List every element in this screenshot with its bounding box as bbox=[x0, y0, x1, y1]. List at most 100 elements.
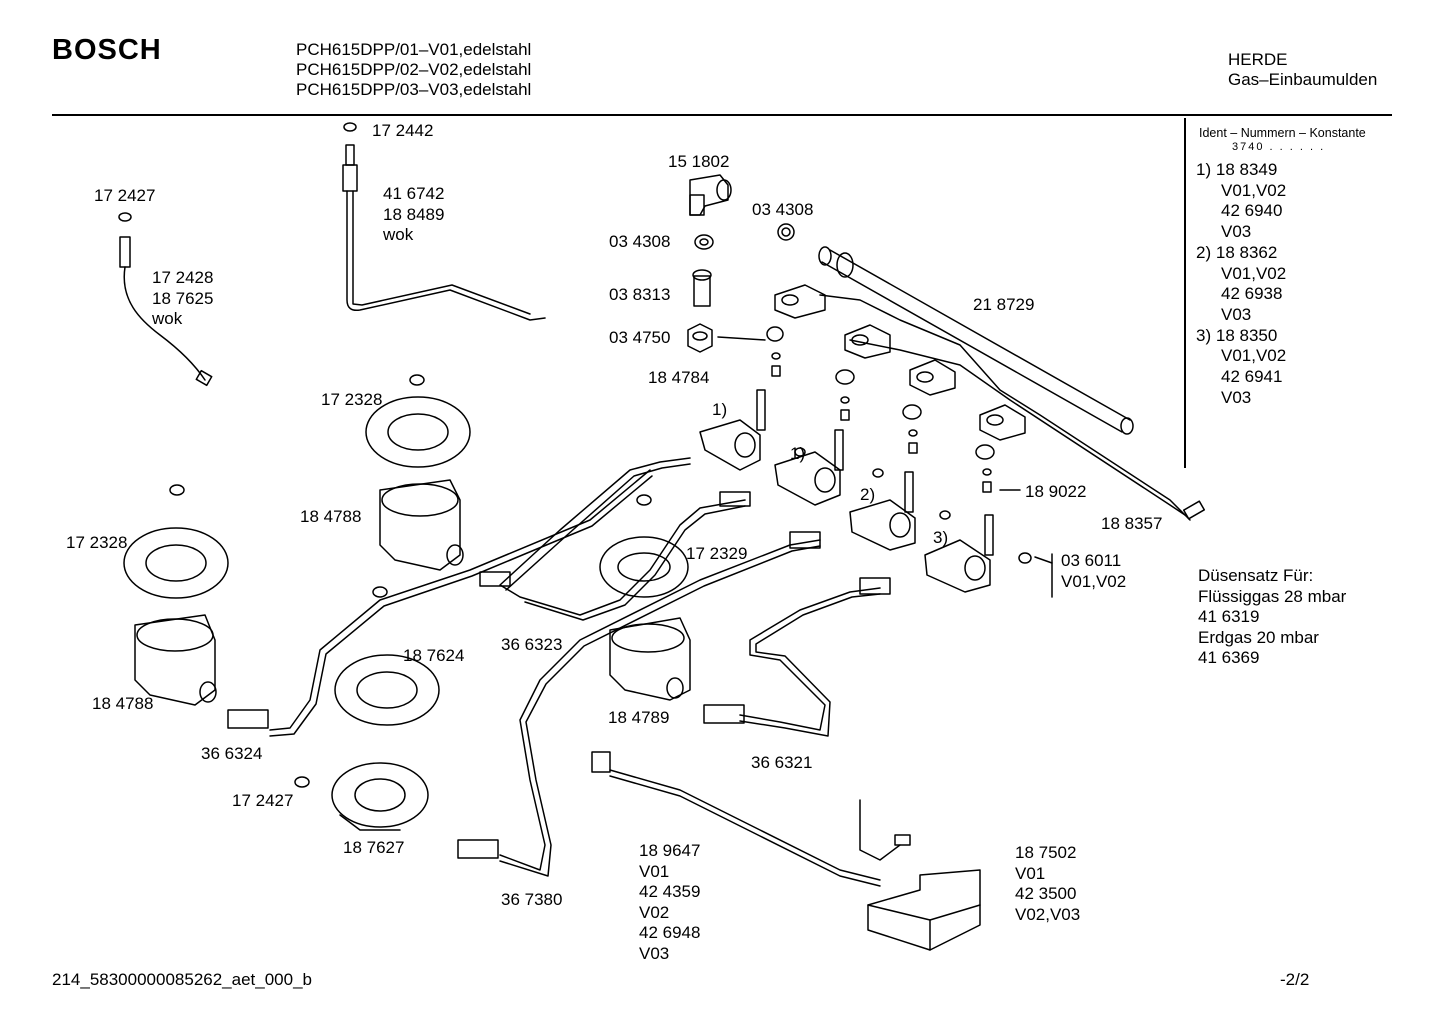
ident-line: V01,V02 bbox=[1221, 263, 1287, 283]
ident-list: 1) 18 8349 V01,V02 42 6940 V03 2) 18 836… bbox=[1196, 160, 1286, 408]
ident-line: 42 6940 bbox=[1221, 201, 1283, 221]
category: HERDE Gas–Einbaumulden bbox=[1228, 50, 1377, 90]
seal-cap bbox=[902, 404, 922, 454]
part-label: 18 7502 V01 42 3500 V02,V03 bbox=[1015, 843, 1081, 924]
part-label: 18 4784 bbox=[648, 368, 710, 387]
category-line: HERDE bbox=[1228, 50, 1288, 69]
gas-pipe-366321 bbox=[703, 577, 891, 737]
seal-cap bbox=[835, 369, 855, 421]
hex-nut bbox=[687, 323, 713, 353]
valve-clip bbox=[909, 359, 956, 396]
part-label: 03 4308 bbox=[752, 200, 814, 219]
gas-pipe-366323 bbox=[479, 457, 751, 621]
part-label: 41 6742 18 8489 wok bbox=[383, 184, 445, 244]
page-number: -2/2 bbox=[1280, 970, 1310, 989]
valve-clip bbox=[774, 284, 826, 319]
ident-title: Ident – Nummern – Konstante bbox=[1199, 126, 1366, 140]
part-label: 15 1802 bbox=[668, 152, 730, 171]
model-line: PCH615DPP/01–V01,edelstahl bbox=[296, 40, 532, 59]
part-label: 17 2427 bbox=[94, 186, 156, 205]
ident-line: V01,V02 bbox=[1221, 346, 1287, 366]
part-label: 03 6011 V01,V02 bbox=[1061, 551, 1127, 591]
wiring-harness bbox=[591, 751, 911, 887]
ignition-electrode-wok bbox=[118, 212, 213, 387]
ident-constant: 3740 . . . . . . bbox=[1232, 141, 1326, 153]
burner-body bbox=[379, 479, 464, 571]
part-label: 17 2428 18 7625 wok bbox=[152, 268, 214, 328]
screws bbox=[169, 374, 652, 788]
burner-body bbox=[134, 614, 217, 706]
model-list: PCH615DPP/01–V01,edelstahl PCH615DPP/02–… bbox=[296, 40, 531, 100]
part-label: 36 6324 bbox=[201, 744, 263, 763]
nozzle-set: Düsensatz Für: Flüssiggas 28 mbar 41 631… bbox=[1198, 566, 1346, 669]
valve-clip bbox=[979, 404, 1026, 441]
part-label: 03 4308 bbox=[609, 232, 671, 251]
small-screws bbox=[794, 447, 1032, 564]
part-label: 17 2329 bbox=[686, 544, 748, 563]
heat-shield bbox=[334, 654, 440, 726]
heat-shield bbox=[365, 396, 471, 468]
model-line: PCH615DPP/03–V03,edelstahl bbox=[296, 80, 532, 99]
header-divider bbox=[52, 114, 1392, 116]
part-label: 03 4750 bbox=[609, 328, 671, 347]
part-label: 17 2328 bbox=[321, 390, 383, 409]
part-label: 18 8357 bbox=[1101, 514, 1163, 533]
part-label: 03 8313 bbox=[609, 285, 671, 304]
burner-body-wok bbox=[331, 762, 429, 831]
thermocouple-wok bbox=[342, 122, 546, 321]
nozzle-line: Flüssiggas 28 mbar bbox=[1198, 586, 1347, 606]
part-label: 18 7627 bbox=[343, 838, 405, 857]
heat-shield bbox=[123, 527, 229, 599]
ident-entry: 1) 18 8349 bbox=[1196, 160, 1278, 179]
nozzle-line: Erdgas 20 mbar bbox=[1198, 627, 1319, 647]
ident-line: V03 bbox=[1221, 304, 1252, 324]
part-label: 18 4788 bbox=[92, 694, 154, 713]
valve-marker: 2) bbox=[860, 485, 876, 504]
valve-clip bbox=[844, 324, 891, 359]
valve-marker: 1) bbox=[712, 400, 728, 419]
part-label: 18 9022 bbox=[1025, 482, 1087, 501]
model-line: PCH615DPP/02–V02,edelstahl bbox=[296, 60, 532, 79]
gas-valve bbox=[774, 429, 844, 506]
ident-divider bbox=[1184, 118, 1186, 468]
ident-entry: 2) 18 8362 bbox=[1196, 242, 1278, 262]
heat-shield bbox=[599, 536, 689, 598]
part-label: 17 2328 bbox=[66, 533, 128, 552]
seal-cap bbox=[975, 444, 995, 493]
thermocouple-wires bbox=[819, 294, 1206, 521]
category-line: Gas–Einbaumulden bbox=[1228, 70, 1378, 89]
part-label: 18 4789 bbox=[608, 708, 670, 727]
connector-sleeve bbox=[692, 269, 712, 307]
ident-line: 42 6941 bbox=[1221, 367, 1283, 387]
ignition-module bbox=[867, 869, 981, 951]
elbow-fitting bbox=[689, 174, 732, 216]
brand-logo: BOSCH bbox=[52, 34, 162, 66]
part-label: 17 2427 bbox=[232, 791, 294, 810]
gas-valve bbox=[699, 389, 766, 471]
part-label: 18 4788 bbox=[300, 507, 362, 526]
gas-pipe-366324 bbox=[227, 469, 653, 737]
part-label: 36 6321 bbox=[751, 753, 813, 772]
burner-body bbox=[609, 617, 691, 701]
ident-line: V01,V02 bbox=[1221, 180, 1287, 200]
valve-marker: 3) bbox=[933, 528, 949, 547]
nozzle-line: 41 6319 bbox=[1198, 607, 1260, 626]
nozzle-line: Düsensatz Für: bbox=[1198, 566, 1314, 585]
part-label: 36 7380 bbox=[501, 890, 563, 909]
seal-cap bbox=[766, 326, 784, 377]
seal-ring bbox=[694, 234, 714, 250]
part-label: 18 9647 V01 42 4359 V02 42 6948 V03 bbox=[639, 841, 701, 963]
gas-rail bbox=[818, 246, 1134, 435]
gas-pipe-367380 bbox=[457, 531, 821, 877]
part-label: 21 8729 bbox=[973, 295, 1035, 314]
document-id: 214_58300000085262_aet_000_b bbox=[52, 970, 312, 989]
part-label: 36 6323 bbox=[501, 635, 563, 654]
part-label: 18 7624 bbox=[403, 646, 465, 665]
part-label: 17 2442 bbox=[372, 121, 434, 140]
ident-entry: 3) 18 8350 bbox=[1196, 325, 1278, 345]
leader-lines bbox=[717, 336, 1053, 598]
nozzle-line: 41 6369 bbox=[1198, 648, 1260, 667]
gas-valve bbox=[849, 471, 916, 551]
ident-line: 42 6938 bbox=[1221, 284, 1283, 304]
